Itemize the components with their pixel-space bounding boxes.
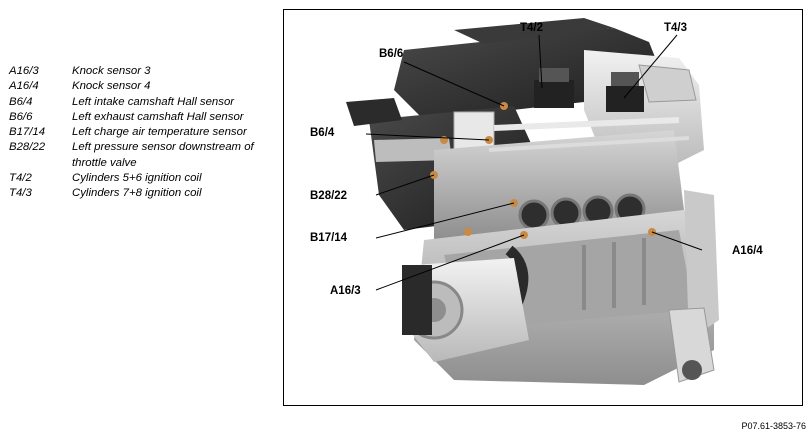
legend-desc: Cylinders 7+8 ignition coil [72,187,202,200]
callout-t4-3: T4/3 [664,22,688,34]
legend-desc: Left exhaust camshaft Hall sensor [72,110,244,123]
legend-code: B17/14 [9,126,46,139]
legend-row: B17/14 Left charge air temperature senso… [9,125,272,140]
callout-t4-2: T4/2 [520,22,544,34]
legend-code: A16/3 [9,65,39,77]
legend-row: A16/3 Knock sensor 3 [9,64,272,79]
legend-list: A16/3 Knock sensor 3 A16/4 Knock sensor … [9,64,272,202]
legend-row: B6/4 Left intake camshaft Hall sensor [9,95,272,110]
legend-desc: Knock sensor 4 [72,80,151,93]
figure-reference: P07.61-3853-76 [741,421,806,431]
callout-a16-4: A16/4 [732,245,763,257]
legend-desc: Left charge air temperature sensor [72,126,247,139]
legend-desc: Cylinders 5+6 ignition coil [72,172,202,185]
legend-code: A16/4 [9,80,39,93]
legend-desc: Left pressure sensor downstream of throt… [72,141,254,169]
callout-b6-4: B6/4 [310,127,335,139]
legend-row: T4/3 Cylinders 7+8 ignition coil [9,186,272,201]
legend-code: B6/4 [9,95,33,108]
legend-desc: Knock sensor 3 [72,65,151,77]
legend-code: T4/3 [9,187,32,200]
callout-b6-6: B6/6 [379,48,404,60]
legend-desc: Left intake camshaft Hall sensor [72,95,235,108]
callout-b28-22: B28/22 [310,190,348,202]
legend-row: A16/4 Knock sensor 4 [9,79,272,94]
legend-code: B28/22 [9,141,46,154]
legend-row: B28/22 Left pressure sensor downstream o… [9,140,272,171]
callout-b17-14: B17/14 [310,232,348,244]
legend-row: B6/6 Left exhaust camshaft Hall sensor [9,110,272,125]
engine-illustration [346,18,719,385]
legend-code: B6/6 [9,110,33,123]
engine-figure: T4/2 T4/3 B6/6 B6/4 B28/22 B17/14 A16/3 … [283,9,803,406]
callout-a16-3: A16/3 [330,285,361,297]
legend-code: T4/2 [9,172,32,185]
legend-row: T4/2 Cylinders 5+6 ignition coil [9,171,272,186]
